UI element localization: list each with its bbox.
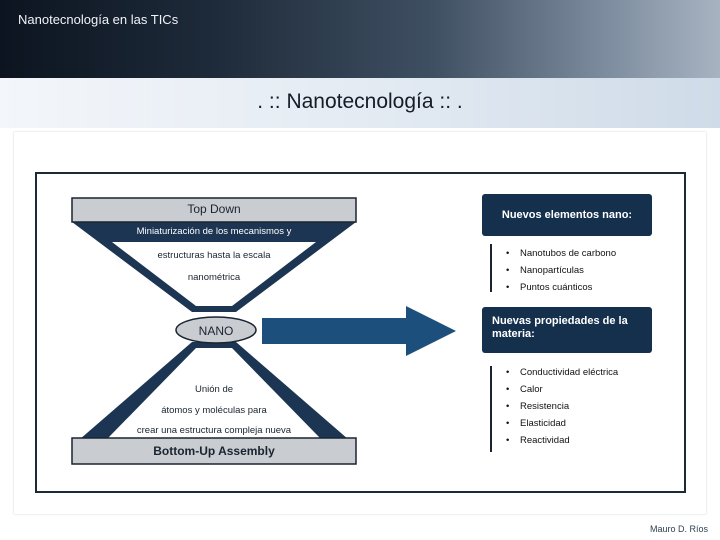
list-item: •Puntos cuánticos — [506, 282, 593, 293]
nano-ellipse — [175, 316, 257, 344]
bullet-icon: • — [506, 248, 510, 259]
bullet-icon: • — [506, 384, 510, 395]
list-item: •Reactividad — [506, 435, 570, 446]
bullet-icon: • — [506, 265, 510, 276]
list-item: •Elasticidad — [506, 418, 566, 429]
bullet-icon: • — [506, 282, 510, 293]
top-desc-line-3: nanométrica — [187, 272, 241, 283]
bottom-up-label: Bottom-Up Assembly — [153, 444, 275, 458]
bottom-desc-line-2: átomos y moléculas para — [161, 405, 267, 416]
list-item: •Resistencia — [506, 401, 570, 412]
bullet-icon: • — [506, 367, 510, 378]
nano-label: NANO — [198, 324, 234, 338]
right-arrow-shape — [262, 306, 456, 356]
top-funnel-inner — [112, 242, 316, 306]
new-elements-title: Nuevos elementos nano: — [501, 209, 633, 221]
new-elements-box: Nuevos elementos nano: — [482, 194, 652, 236]
new-elements-bracket — [490, 244, 492, 292]
slide-title: . :: Nanotecnología :: . — [257, 90, 463, 113]
new-properties-title: Nuevas propiedades de la materia: — [492, 315, 628, 340]
bottom-funnel-inner — [108, 348, 320, 438]
list-item: •Calor — [506, 384, 543, 395]
bottom-desc-line-3: crear una estructura compleja nueva — [136, 425, 292, 436]
list-item: •Conductividad eléctrica — [506, 367, 619, 378]
top-down-label: Top Down — [187, 202, 241, 216]
bullet-icon: • — [506, 418, 510, 429]
list-item: •Nanotubos de carbono — [506, 248, 617, 259]
top-down-bar — [71, 197, 357, 223]
bottom-up-bar — [71, 437, 357, 465]
top-desc-line-2: estructuras hasta la escala — [157, 250, 271, 261]
bullet-icon: • — [506, 401, 510, 412]
new-properties-bracket — [490, 366, 492, 452]
bottom-desc-line-1: Unión de — [194, 384, 234, 395]
top-desc-line-1: Miniaturización de los mecanismos y — [136, 226, 292, 237]
header-title: Nanotecnología en las TICs — [18, 12, 179, 27]
list-item: •Nanopartículas — [506, 265, 584, 276]
bullet-icon: • — [506, 435, 510, 446]
new-properties-box: Nuevas propiedades de la materia: — [482, 307, 652, 353]
author-credit: Mauro D. Ríos — [649, 524, 708, 534]
title-band — [0, 78, 720, 128]
header-banner: Nanotecnología en las TICs — [0, 0, 720, 78]
